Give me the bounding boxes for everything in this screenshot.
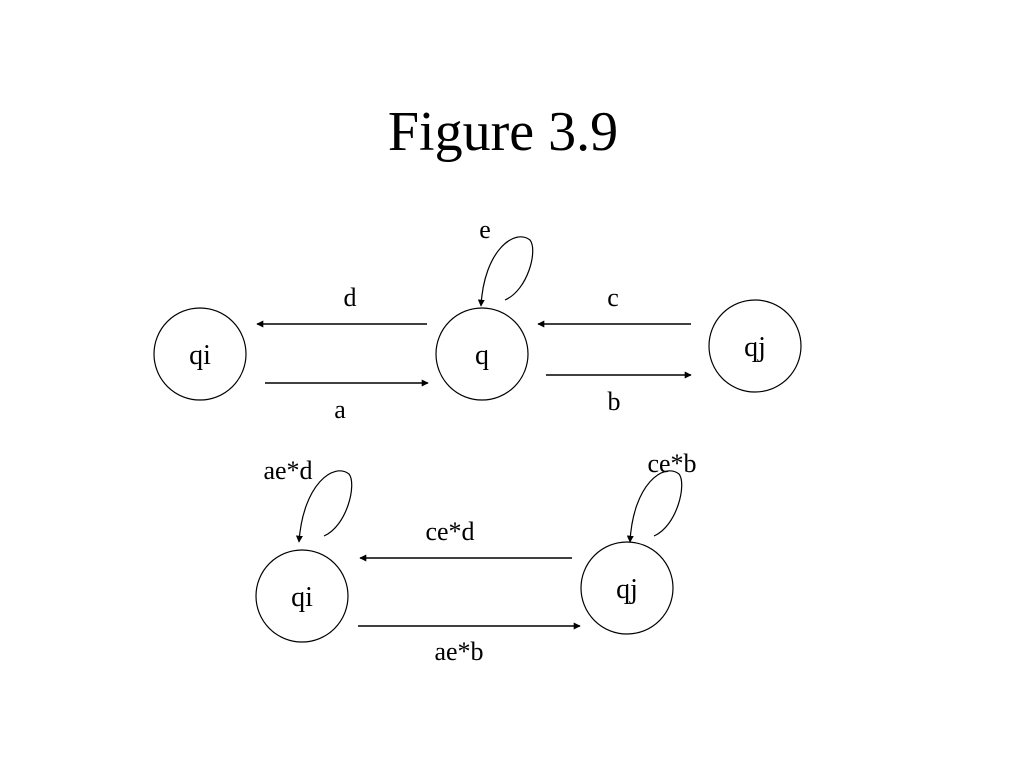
edge-label-e: e [479,215,491,244]
state-qi-top: qi [153,307,247,401]
self-loop-qj [626,470,683,543]
state-qi-bottom: qi [255,549,349,643]
top-diagram: qi q qj d a c b e [153,215,802,424]
edge-label-ae-star-d: ae*d [263,456,312,485]
bottom-diagram: qi qj ce*d ae*b ae*d ce*b [255,449,697,666]
state-q-top: q [435,307,529,401]
edge-label-ae-star-b: ae*b [434,637,483,666]
edge-label-a: a [334,395,346,424]
edge-label-d: d [344,283,357,312]
state-label-qi-bottom: qi [291,582,313,613]
state-qj-bottom: qj [580,541,674,635]
edge-label-ce-star-d: ce*d [425,517,474,546]
state-label-q-top: q [475,340,489,371]
state-qj-top: qj [708,299,802,393]
page-title: Figure 3.9 [387,101,619,163]
state-label-qj-bottom: qj [616,574,638,605]
self-loop-qi [295,470,353,543]
edge-label-c: c [607,283,619,312]
edge-label-ce-star-b: ce*b [647,449,696,478]
self-loop-q [477,236,534,307]
state-label-qj-top: qj [744,332,766,363]
state-label-qi-top: qi [189,340,211,371]
edge-label-b: b [608,387,621,416]
